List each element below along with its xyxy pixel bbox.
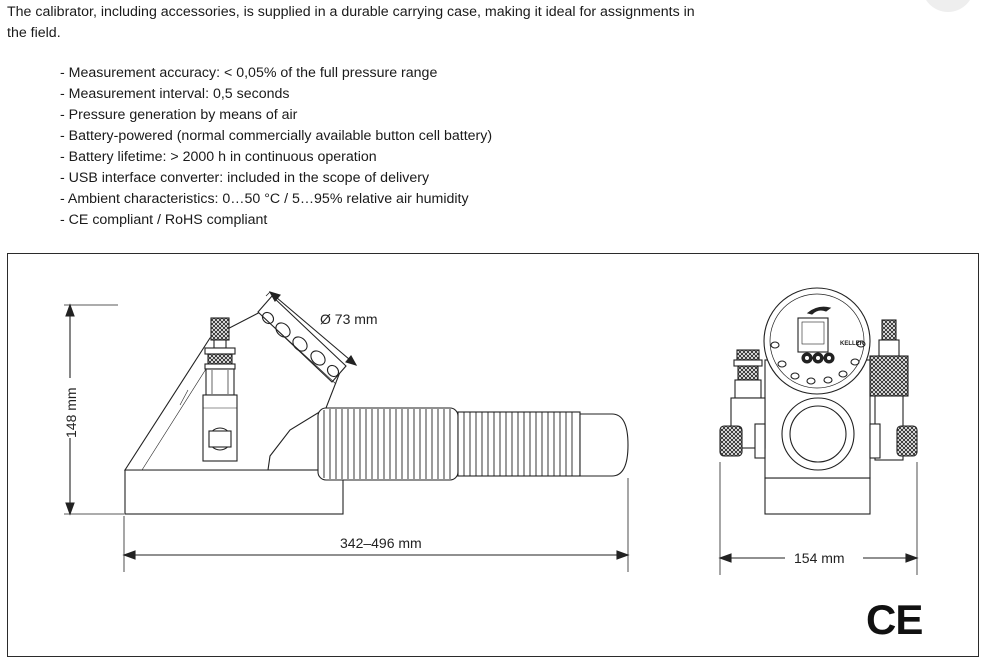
height-label: 148 mm bbox=[63, 387, 79, 438]
feature-item: - Battery-powered (normal commercially a… bbox=[60, 128, 493, 144]
width-dimension bbox=[718, 462, 919, 575]
width-label: 154 mm bbox=[794, 550, 845, 566]
feature-item: - CE compliant / RoHS compliant bbox=[60, 212, 268, 228]
length-label: 342–496 mm bbox=[340, 535, 422, 551]
diameter-dimension bbox=[265, 291, 358, 366]
height-dimension bbox=[64, 303, 124, 516]
feature-item: - Pressure generation by means of air bbox=[60, 107, 298, 123]
diameter-label: Ø 73 mm bbox=[320, 311, 378, 327]
feature-item: - Measurement accuracy: < 0,05% of the f… bbox=[60, 65, 438, 81]
feature-item: - Measurement interval: 0,5 seconds bbox=[60, 86, 290, 102]
technical-drawing-frame bbox=[7, 253, 979, 657]
feature-item: - Battery lifetime: > 2000 h in continuo… bbox=[60, 149, 377, 165]
front-view-calibrator bbox=[719, 287, 918, 515]
feature-item: - Ambient characteristics: 0…50 °C / 5…9… bbox=[60, 191, 469, 207]
length-dimension bbox=[122, 478, 630, 572]
side-view-calibrator bbox=[123, 295, 629, 515]
ce-mark: CE bbox=[866, 596, 922, 643]
intro-paragraph: The calibrator, including accessories, i… bbox=[7, 4, 695, 41]
feature-item: - USB interface converter: included in t… bbox=[60, 170, 430, 186]
feature-list: - Measurement accuracy: < 0,05% of the f… bbox=[60, 63, 492, 231]
brand-label: KELLER bbox=[840, 341, 865, 347]
